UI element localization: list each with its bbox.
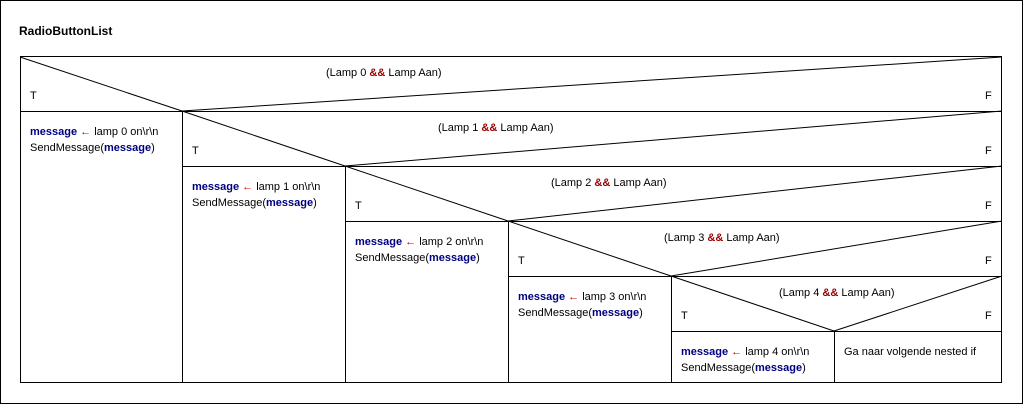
diag-4-right: [833, 275, 1003, 332]
condition-0: (Lamp 0 && Lamp Aan): [326, 67, 442, 79]
action-1-assign: message ← lamp 1 on\r\n: [192, 181, 321, 193]
diag-3-left: [507, 220, 672, 277]
action-3-call: SendMessage(message): [518, 307, 643, 319]
condition-2: (Lamp 2 && Lamp Aan): [551, 177, 667, 189]
false-label-4: F: [985, 310, 992, 322]
diag-2-right: [507, 165, 1003, 222]
else-action: Ga naar volgende nested if: [844, 346, 977, 358]
action-0-assign: message ← lamp 0 on\r\n: [30, 126, 159, 138]
condition-4: (Lamp 4 && Lamp Aan): [779, 287, 895, 299]
action-3-assign: message ← lamp 3 on\r\n: [518, 291, 647, 303]
false-label-2: F: [985, 200, 992, 212]
action-2-assign: message ← lamp 2 on\r\n: [355, 236, 484, 248]
true-label-0: T: [30, 90, 37, 102]
diag-1-right: [344, 110, 1003, 167]
action-4-call: SendMessage(message): [681, 362, 806, 374]
diag-1-left: [181, 110, 346, 167]
diag-3-right: [670, 220, 1003, 277]
diag-0-left: [19, 56, 183, 112]
false-label-0: F: [985, 90, 992, 102]
action-1-call: SendMessage(message): [192, 197, 317, 209]
outer-box: [20, 56, 1002, 383]
false-label-3: F: [985, 255, 992, 267]
condition-1: (Lamp 1 && Lamp Aan): [438, 122, 554, 134]
action-2-call: SendMessage(message): [355, 252, 480, 264]
diag-4-left: [670, 275, 835, 332]
condition-3: (Lamp 3 && Lamp Aan): [664, 232, 780, 244]
true-label-2: T: [355, 200, 362, 212]
action-4-assign: message ← lamp 4 on\r\n: [681, 346, 810, 358]
true-label-3: T: [518, 255, 525, 267]
diag-2-left: [344, 165, 509, 222]
diag-0-right: [181, 56, 1003, 112]
action-0-call: SendMessage(message): [30, 142, 155, 154]
diagram-title: RadioButtonList: [19, 24, 113, 38]
true-label-4: T: [681, 310, 688, 322]
false-label-1: F: [985, 145, 992, 157]
true-label-1: T: [192, 145, 199, 157]
